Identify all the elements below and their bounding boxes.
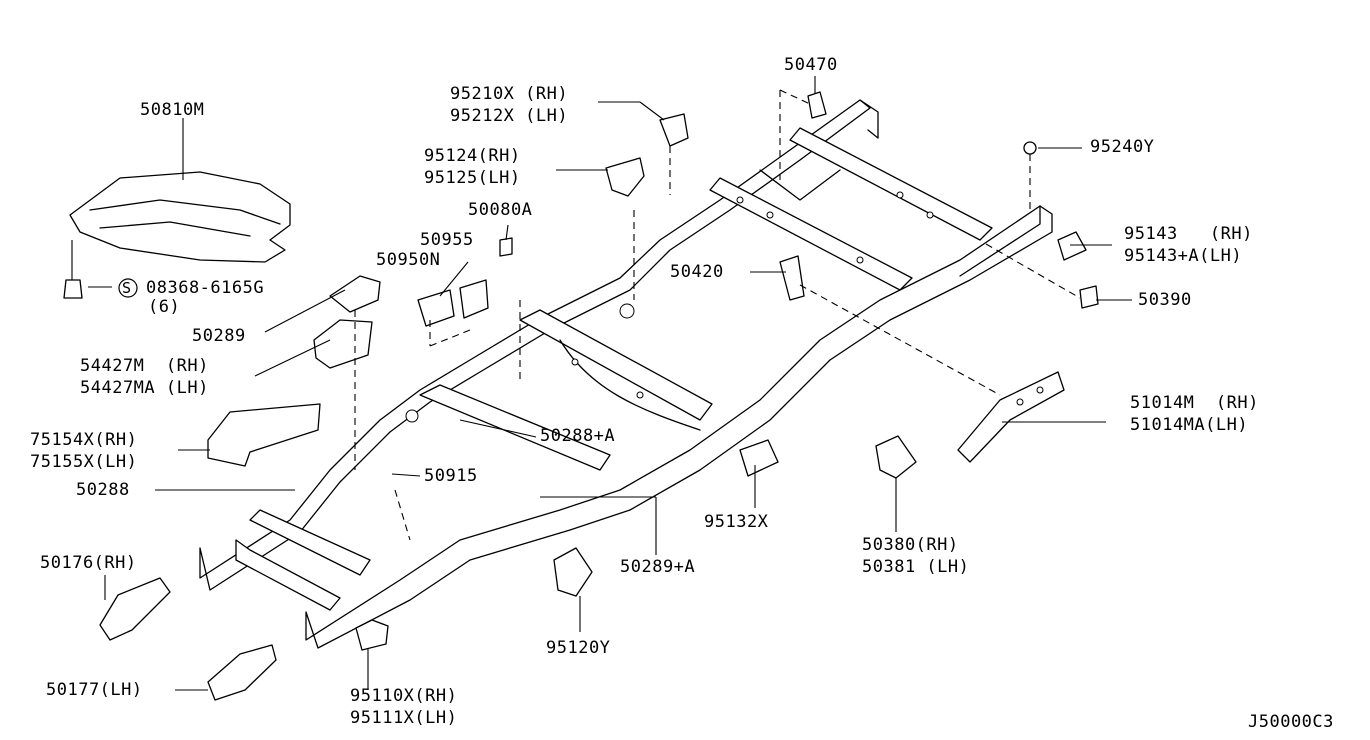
- callout-95143a-lh: 95143+A(LH): [1124, 246, 1243, 266]
- callout-54427-lh: 54427MA (LH): [80, 378, 209, 398]
- callout-50177: 50177(LH): [46, 680, 143, 700]
- callout-50915: 50915: [424, 466, 478, 486]
- leader-lines: [88, 76, 1132, 691]
- diagram-code: J50000C3: [1248, 712, 1334, 732]
- callout-50380-rh: 50380(RH): [862, 535, 959, 555]
- callout-50420: 50420: [670, 262, 724, 282]
- callout-50289a: 50289+A: [620, 557, 696, 577]
- callout-50470: 50470: [784, 55, 838, 75]
- install-lines: [354, 89, 1081, 541]
- callout-75155-lh: 75155X(LH): [30, 452, 138, 472]
- callout-51014m-rh: 51014M (RH): [1130, 393, 1259, 413]
- callout-50390: 50390: [1138, 290, 1192, 310]
- skid-plate-50810m: [69, 171, 291, 263]
- callout-08368: 08368-6165G: [146, 278, 265, 298]
- callout-95125-lh: 95125(LH): [424, 168, 521, 188]
- callout-51014ma-lh: 51014MA(LH): [1130, 415, 1249, 435]
- callout-95111-lh: 95111X(LH): [350, 708, 458, 728]
- callout-50288a: 50288+A: [540, 426, 616, 446]
- callout-95212x-lh: 95212X (LH): [450, 106, 569, 126]
- callout-95240y: 95240Y: [1090, 137, 1155, 157]
- callout-50288: 50288: [76, 480, 130, 500]
- callout-50950n: 50950N: [376, 250, 441, 270]
- callout-08368-qty: (6): [148, 297, 181, 317]
- callout-50176: 50176(RH): [40, 553, 137, 573]
- callout-75154-rh: 75154X(RH): [30, 430, 138, 450]
- callout-95110-rh: 95110X(RH): [350, 686, 458, 706]
- callout-95132x: 95132X: [704, 512, 769, 532]
- callout-50381-lh: 50381 (LH): [862, 557, 970, 577]
- callout-95120y: 95120Y: [546, 638, 611, 658]
- callout-50955: 50955: [420, 230, 474, 250]
- s-symbol: S: [122, 279, 132, 297]
- callout-95124-rh: 95124(RH): [424, 146, 521, 166]
- callout-54427-rh: 54427M (RH): [80, 356, 209, 376]
- callout-50810m: 50810M: [140, 100, 205, 120]
- callout-50080a: 50080A: [468, 200, 533, 220]
- ladder-frame: [199, 99, 1053, 649]
- callout-50289: 50289: [192, 326, 246, 346]
- callout-95210x-rh: 95210X (RH): [450, 84, 569, 104]
- callout-95143-rh: 95143 (RH): [1124, 224, 1253, 244]
- s-symbol-circle: [118, 278, 138, 298]
